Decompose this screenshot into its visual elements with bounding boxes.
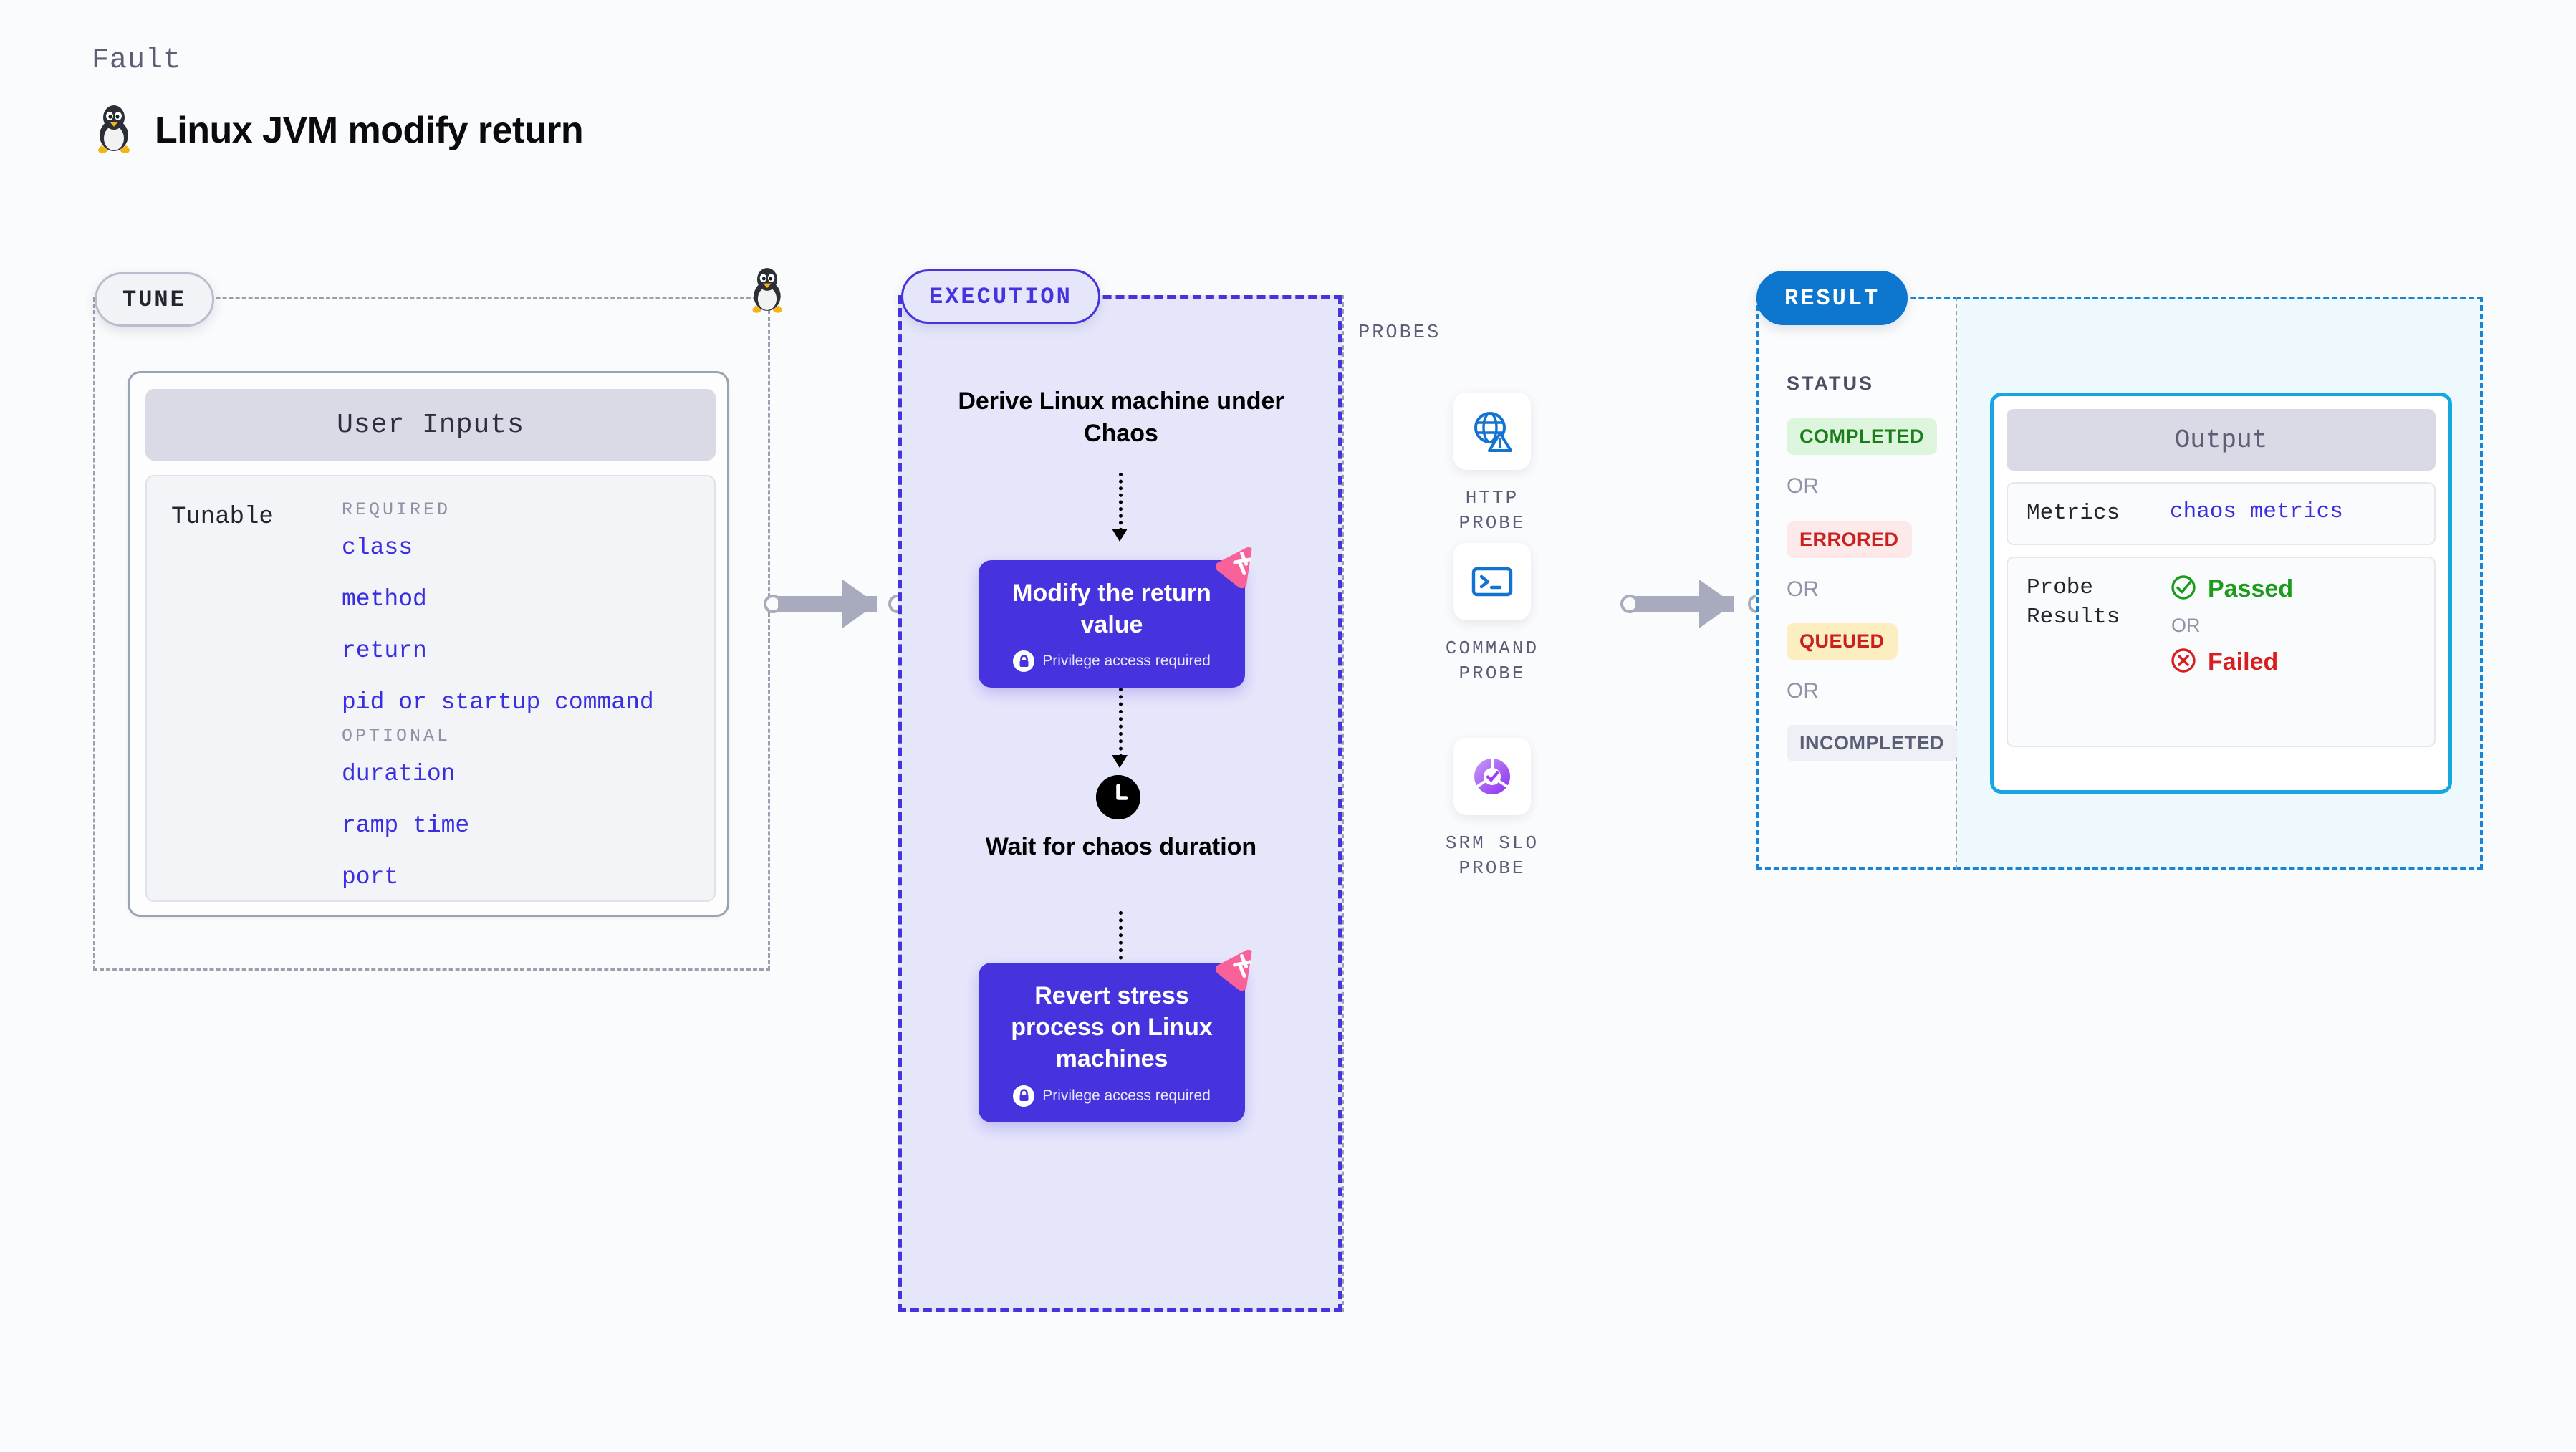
execution-step-revert[interactable]: Revert stress process on Linux machines … xyxy=(979,950,1252,1122)
probe-http[interactable]: HTTP PROBE xyxy=(1426,393,1559,536)
execution-card-title: Modify the return value xyxy=(1012,580,1211,639)
execution-region xyxy=(898,295,1342,1312)
clock-icon xyxy=(1096,775,1140,819)
execution-step-derive: Derive Linux machine under Chaos xyxy=(958,388,1284,447)
failed-label: Failed xyxy=(2208,648,2279,676)
tunable-method[interactable]: method xyxy=(342,586,427,612)
fault-eyebrow: Fault xyxy=(92,44,182,77)
linux-penguin-icon xyxy=(92,102,136,158)
privilege-text-2: Privilege access required xyxy=(1042,1087,1211,1104)
execution-card-title-2: Revert stress process on Linux machines xyxy=(1011,982,1213,1073)
probes-caption: PROBES xyxy=(1358,322,1441,344)
tunable-pid-or-startup-command[interactable]: pid or startup command xyxy=(342,689,654,716)
probe-results-key: Probe Results xyxy=(2027,575,2120,630)
execution-step-wait: Wait for chaos duration xyxy=(985,833,1257,860)
tune-region xyxy=(93,297,770,971)
probe-results-values: Passed OR Failed xyxy=(2170,574,2293,678)
status-or-1: OR xyxy=(1787,474,1819,498)
check-circle-icon xyxy=(2170,574,2197,605)
flow-arrow-3 xyxy=(1119,911,1123,967)
flow-arrow-1 xyxy=(1119,473,1123,532)
status-badge-queued: QUEUED xyxy=(1787,623,1898,660)
title-row: Linux JVM modify return xyxy=(92,102,584,158)
status-badge-errored: ERRORED xyxy=(1787,521,1912,558)
privilege-row: Privilege access required xyxy=(997,650,1226,673)
privilege-row-2: Privilege access required xyxy=(997,1085,1226,1107)
status-badge-completed: COMPLETED xyxy=(1787,418,1938,455)
globe-warning-icon xyxy=(1453,393,1531,470)
tunable-port[interactable]: port xyxy=(342,864,399,890)
harness-badge-icon xyxy=(1208,532,1271,595)
status-or-2: OR xyxy=(1787,577,1819,601)
user-inputs-card: User Inputs Tunable REQUIRED class metho… xyxy=(128,371,729,917)
metrics-row: Metrics chaos metrics xyxy=(2007,482,2436,546)
tunable-duration[interactable]: duration xyxy=(342,761,456,787)
status-caption: STATUS xyxy=(1787,372,1874,394)
probe-result-or: OR xyxy=(2171,615,2201,637)
probe-command-label: COMMAND PROBE xyxy=(1445,638,1539,685)
metrics-value[interactable]: chaos metrics xyxy=(2170,499,2343,524)
lock-icon xyxy=(1013,650,1035,673)
probe-srm-slo-label: SRM SLO PROBE xyxy=(1445,832,1539,880)
probe-command[interactable]: COMMAND PROBE xyxy=(1426,543,1559,686)
output-card: Output Metrics chaos metrics Probe Resul… xyxy=(1990,393,2452,794)
harness-badge-icon-2 xyxy=(1208,935,1271,997)
probe-http-label: HTTP PROBE xyxy=(1458,487,1526,534)
status-region xyxy=(1756,297,1959,870)
tunable-return[interactable]: return xyxy=(342,638,427,664)
status-output-divider xyxy=(1956,297,1957,870)
metrics-key: Metrics xyxy=(2027,501,2120,526)
passed-label: Passed xyxy=(2208,575,2294,603)
execution-tag[interactable]: EXECUTION xyxy=(901,269,1100,324)
probe-srm-slo[interactable]: SRM SLO PROBE xyxy=(1426,738,1559,881)
flow-arrow-2 xyxy=(1119,688,1123,758)
user-inputs-header: User Inputs xyxy=(145,389,716,461)
connector-arrow-1 xyxy=(842,580,877,628)
tune-tag[interactable]: TUNE xyxy=(95,272,214,327)
status-or-3: OR xyxy=(1787,679,1819,703)
probe-results-row: Probe Results Passed OR xyxy=(2007,557,2436,748)
lock-icon-2 xyxy=(1013,1085,1035,1107)
tunable-box: Tunable REQUIRED class method return pid… xyxy=(145,475,716,902)
status-badge-incompleted: INCOMPLETED xyxy=(1787,725,1958,761)
optional-caption: OPTIONAL xyxy=(342,726,451,746)
linux-penguin-badge-icon xyxy=(746,265,788,317)
tunable-list: REQUIRED class method return pid or star… xyxy=(342,499,654,915)
page-title: Linux JVM modify return xyxy=(155,109,584,151)
x-circle-icon xyxy=(2170,647,2197,678)
tunable-label: Tunable xyxy=(171,504,274,531)
privilege-text: Privilege access required xyxy=(1042,653,1211,670)
probe-result-failed: Failed xyxy=(2170,647,2293,678)
terminal-icon xyxy=(1453,543,1531,620)
slo-donut-check-icon xyxy=(1453,738,1531,815)
tunable-ramp-time[interactable]: ramp time xyxy=(342,812,470,839)
output-header: Output xyxy=(2007,409,2436,471)
connector-arrow-2 xyxy=(1699,580,1734,628)
flow-arrow-head-1 xyxy=(1112,529,1128,542)
tunable-class[interactable]: class xyxy=(342,534,413,561)
result-tag[interactable]: RESULT xyxy=(1756,271,1908,325)
required-caption: REQUIRED xyxy=(342,499,451,520)
flow-arrow-head-2 xyxy=(1112,755,1128,768)
execution-step-modify-return[interactable]: Modify the return value Privilege access… xyxy=(979,547,1252,688)
probe-result-passed: Passed xyxy=(2170,574,2293,605)
page-header: Fault Linux JVM modify return xyxy=(92,44,584,158)
